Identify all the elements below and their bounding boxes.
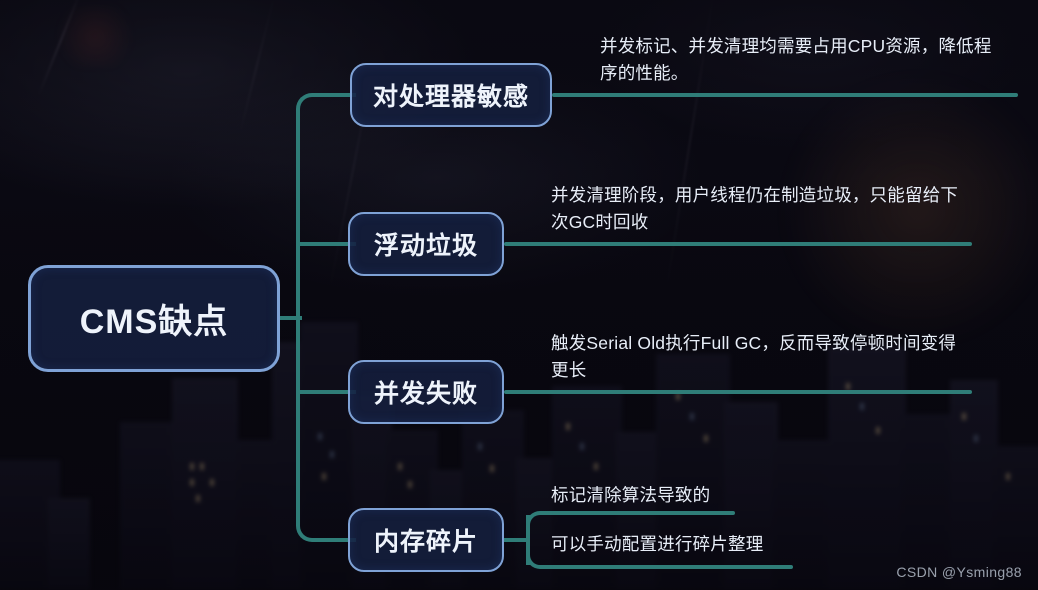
sub-4-2-underline xyxy=(552,565,793,569)
branch-3-description: 触发Serial Old执行Full GC，反而导致停顿时间变得更长 xyxy=(551,333,957,381)
connector-branch-1 xyxy=(296,93,356,127)
connector-root-stub xyxy=(280,316,302,320)
sub-4-1-underline xyxy=(552,511,735,515)
branch-node-1[interactable]: 对处理器敏感 xyxy=(350,63,552,127)
branch-node-3[interactable]: 并发失败 xyxy=(348,360,504,424)
branch-2-description: 并发清理阶段，用户线程仍在制造垃圾，只能留给下次GC时回收 xyxy=(551,185,959,233)
connector-branch-4 xyxy=(296,508,356,542)
connector-sub-4-1 xyxy=(526,511,556,541)
root-node[interactable]: CMS缺点 xyxy=(28,265,280,372)
root-node-label: CMS缺点 xyxy=(79,303,229,341)
watermark: CSDN @Ysming88 xyxy=(896,564,1022,580)
branch-node-1-label: 对处理器敏感 xyxy=(372,83,529,111)
branch-node-2[interactable]: 浮动垃圾 xyxy=(348,212,504,276)
connector-branch-2 xyxy=(296,242,356,246)
branch-3-underline xyxy=(504,390,972,394)
branch-node-4[interactable]: 内存碎片 xyxy=(348,508,504,572)
connector-sub-4-2 xyxy=(526,539,556,569)
connector-trunk xyxy=(296,110,300,526)
branch-1-description: 并发标记、并发清理均需要占用CPU资源，降低程序的性能。 xyxy=(600,36,992,84)
connector-branch-3 xyxy=(296,390,356,394)
branch-node-4-label: 内存碎片 xyxy=(373,528,478,556)
sub-4-2-description: 可以手动配置进行碎片整理 xyxy=(551,534,764,554)
branch-node-2-label: 浮动垃圾 xyxy=(373,232,478,260)
sub-4-1-description: 标记清除算法导致的 xyxy=(551,485,711,505)
branch-1-underline xyxy=(552,93,1018,97)
branch-2-underline xyxy=(504,242,972,246)
branch-node-3-label: 并发失败 xyxy=(373,380,478,408)
connector-branch-4-stub xyxy=(504,538,530,542)
